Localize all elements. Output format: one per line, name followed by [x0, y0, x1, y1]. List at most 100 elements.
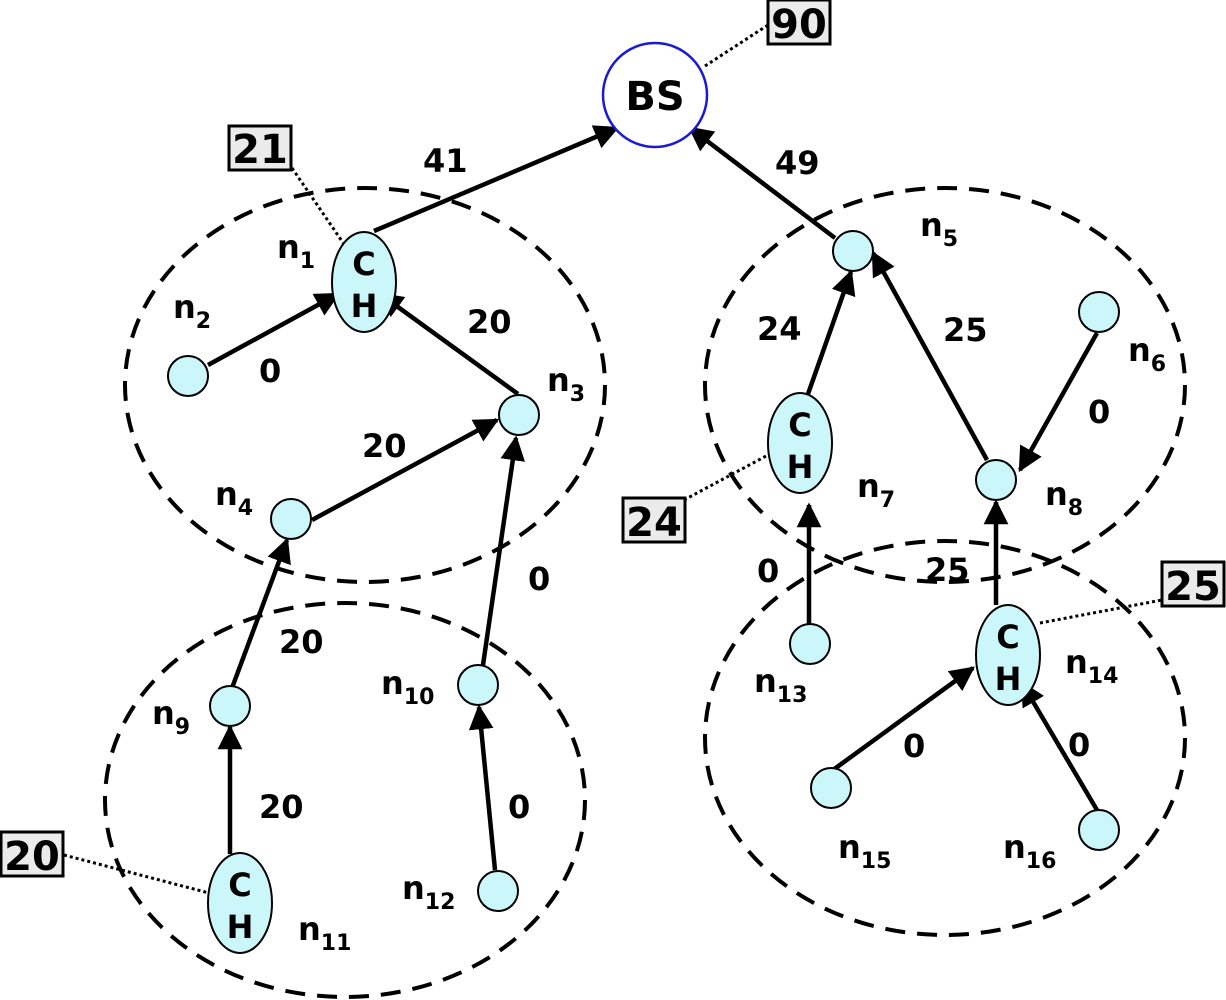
cluster-head-n7-line1: C — [788, 406, 811, 444]
label-n6: n6 — [1128, 331, 1166, 377]
node-n8 — [975, 459, 1017, 501]
cluster-head-n7: C H — [767, 392, 833, 494]
leader-n1 — [290, 167, 350, 251]
node-n10 — [457, 664, 499, 706]
badge-n11: 20 — [0, 830, 65, 880]
label-n15: n15 — [838, 828, 891, 874]
cluster-head-n1-line2: H — [351, 287, 378, 325]
node-labels: n1 n2 n3 n4 n5 n6 n7 n8 n9 n10 n11 n12 n… — [152, 206, 1166, 956]
edge-n1-bs — [373, 125, 620, 234]
weight-n4-n3: 20 — [362, 427, 407, 465]
node-n12 — [477, 870, 519, 912]
cluster-heads: C H C H C H C H — [207, 231, 1041, 954]
badge-n14-value: 25 — [1165, 564, 1221, 610]
label-n5: n5 — [920, 206, 958, 252]
badge-bs: 90 — [766, 0, 832, 48]
edge-n4-n3 — [310, 418, 500, 522]
weight-n5-bs: 49 — [775, 144, 820, 182]
cluster-head-n14-line2: H — [995, 660, 1022, 698]
leader-n11 — [63, 853, 210, 895]
badge-bs-box — [766, 0, 832, 46]
badge-n14: 25 — [1160, 560, 1226, 610]
edge-n16-n14 — [1020, 680, 1099, 812]
weight-n11-n9: 20 — [259, 788, 304, 826]
badge-n11-box — [0, 830, 65, 878]
edges — [206, 125, 1099, 871]
cluster-head-n14: C H — [975, 604, 1041, 706]
cluster-head-n1: C H — [331, 231, 397, 333]
weight-n10-n3: 0 — [528, 560, 550, 598]
edge-n12-n10 — [468, 704, 498, 871]
badge-n14-box — [1160, 560, 1226, 608]
node-n5 — [832, 230, 874, 272]
edge-n3-n1 — [377, 292, 520, 396]
edge-n10-n3 — [480, 435, 526, 666]
label-n3: n3 — [547, 361, 585, 407]
leader-n14 — [1039, 598, 1163, 625]
cluster-top-left — [123, 186, 607, 584]
badge-n1-value: 21 — [232, 127, 288, 173]
label-n2: n2 — [173, 288, 211, 334]
cluster-bottom-left — [103, 601, 587, 999]
weight-n6-n8: 0 — [1088, 393, 1110, 431]
cluster-head-n7-line2: H — [787, 448, 814, 486]
edge-n15-n14 — [831, 666, 976, 772]
weight-n9-n4: 20 — [279, 623, 324, 661]
edge-n6-n8 — [1018, 331, 1099, 473]
node-n4 — [270, 498, 312, 540]
cluster-head-n1-shape — [331, 231, 397, 333]
label-n1: n1 — [277, 228, 315, 274]
label-n13: n13 — [754, 662, 807, 708]
weight-n14-n8: 25 — [925, 551, 970, 589]
label-n11: n11 — [298, 910, 351, 956]
badge-n11-value: 20 — [4, 834, 60, 880]
node-n2 — [167, 355, 209, 397]
cluster-head-n14-line1: C — [996, 618, 1019, 656]
badge-n7: 24 — [621, 496, 687, 546]
value-badges: 90 21 24 20 25 — [0, 0, 1226, 880]
edge-n9-n4 — [229, 537, 291, 689]
badge-n7-value: 24 — [626, 500, 682, 546]
node-n3 — [498, 394, 540, 436]
edge-n2-n1 — [206, 292, 341, 367]
edge-n7-n5 — [805, 269, 856, 395]
cluster-head-n11: C H — [207, 852, 273, 954]
cluster-head-n14-shape — [975, 604, 1041, 706]
label-n14: n14 — [1065, 643, 1118, 689]
leaders — [63, 23, 1163, 895]
leader-n7 — [683, 453, 769, 502]
weight-n16-n14: 0 — [1068, 726, 1090, 764]
base-station-label: BS — [625, 74, 684, 120]
cluster-top-right — [703, 186, 1187, 584]
label-n12: n12 — [402, 869, 455, 915]
label-n9: n9 — [152, 694, 190, 740]
weight-n2-n1: 0 — [259, 352, 281, 390]
cluster-head-n7-shape — [767, 392, 833, 494]
weight-n3-n1: 20 — [467, 303, 512, 341]
node-n6 — [1078, 291, 1120, 333]
label-n7: n7 — [857, 467, 895, 513]
badge-n1: 21 — [227, 124, 293, 173]
cluster-head-n11-shape — [207, 852, 273, 954]
clusters — [103, 186, 1187, 999]
weight-n7-n5: 24 — [757, 310, 802, 348]
node-n9 — [209, 685, 251, 727]
label-n8: n8 — [1045, 475, 1083, 521]
node-n15 — [810, 767, 852, 809]
base-station: BS — [601, 41, 709, 149]
weight-n15-n14: 0 — [903, 727, 925, 765]
weight-n8-n5: 25 — [943, 311, 988, 349]
label-n4: n4 — [215, 475, 253, 521]
leader-bs — [704, 23, 769, 68]
cluster-bottom-right — [703, 539, 1187, 937]
regular-nodes — [167, 230, 1120, 912]
badge-n7-box — [621, 496, 687, 544]
cluster-head-n1-line1: C — [352, 245, 375, 283]
badge-bs-value: 90 — [771, 2, 827, 48]
edge-n8-n5 — [871, 250, 989, 462]
label-n10: n10 — [381, 664, 434, 710]
weight-n1-bs: 41 — [423, 142, 468, 180]
edge-n5-bs — [688, 126, 837, 240]
cluster-head-n11-line1: C — [228, 866, 251, 904]
